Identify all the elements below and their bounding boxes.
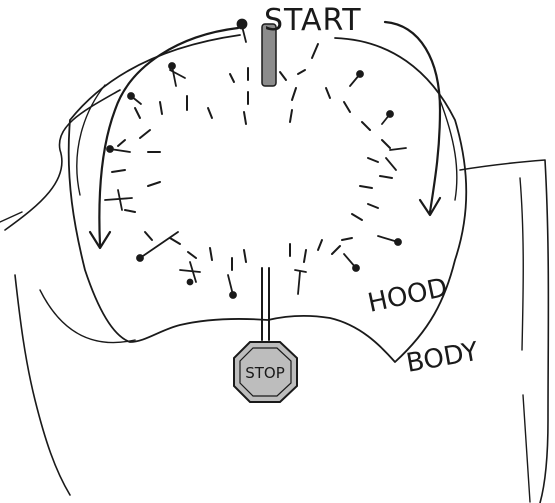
stitch-39	[244, 112, 246, 124]
arrow-left-path	[99, 28, 238, 245]
stitch-32	[326, 88, 330, 98]
pin-lower-right-2	[378, 236, 401, 245]
stitch-10	[112, 170, 125, 172]
stitch-34	[290, 110, 292, 122]
pin-upper-right	[350, 71, 363, 86]
body-label: BODY	[404, 337, 481, 379]
stop-line	[262, 268, 269, 340]
stitch-16	[210, 248, 212, 260]
stitch-8	[118, 140, 125, 146]
pin-right-1	[386, 148, 406, 170]
stitch-11	[148, 182, 160, 186]
stitch-27	[380, 176, 392, 178]
stitch-3	[230, 74, 234, 82]
stitch-14	[170, 238, 180, 244]
stitch-20	[304, 250, 306, 262]
pin-left-2	[105, 190, 132, 210]
start-label: START	[264, 3, 362, 38]
stitch-28	[368, 158, 378, 162]
pin-top-left	[169, 63, 185, 86]
stitch-35	[280, 72, 286, 80]
stitch-21	[318, 240, 322, 250]
pin-top-start	[238, 20, 247, 43]
stitch-37	[312, 44, 318, 58]
stitch-38	[208, 108, 212, 118]
stitch-36	[298, 70, 305, 74]
body-outline	[0, 90, 548, 503]
pin-right-2	[382, 111, 393, 124]
stitch-30	[362, 122, 370, 130]
pin-bottom-left	[180, 262, 200, 285]
stitch-26	[360, 186, 372, 188]
stitch-13	[145, 232, 152, 240]
stitch-5	[160, 102, 162, 114]
stitch-18	[244, 250, 246, 262]
pin-lower-right-1	[344, 254, 359, 271]
stop-label: STOP	[245, 364, 285, 382]
stitch-15	[188, 252, 196, 258]
stop-sign: STOP	[234, 342, 297, 402]
stitch-23	[342, 238, 352, 240]
stitch-29	[382, 140, 390, 148]
pin-lower-left	[137, 232, 178, 261]
pin-upper-left	[128, 93, 141, 104]
stitch-24	[352, 214, 362, 220]
stitch-25	[368, 204, 378, 208]
pin-bottom-left-2	[228, 275, 236, 298]
stitch-7	[140, 130, 150, 138]
hood-label: HOOD	[365, 273, 450, 319]
stitch-22	[332, 246, 340, 254]
arrow-right-path	[385, 22, 440, 212]
stitch-ring	[112, 44, 392, 270]
pin-bottom-right	[295, 270, 306, 294]
stitch-6	[135, 108, 140, 118]
pin-left-1	[107, 146, 130, 152]
stitch-12	[125, 210, 135, 212]
stitch-31	[344, 102, 350, 112]
stitch-33	[292, 88, 296, 100]
